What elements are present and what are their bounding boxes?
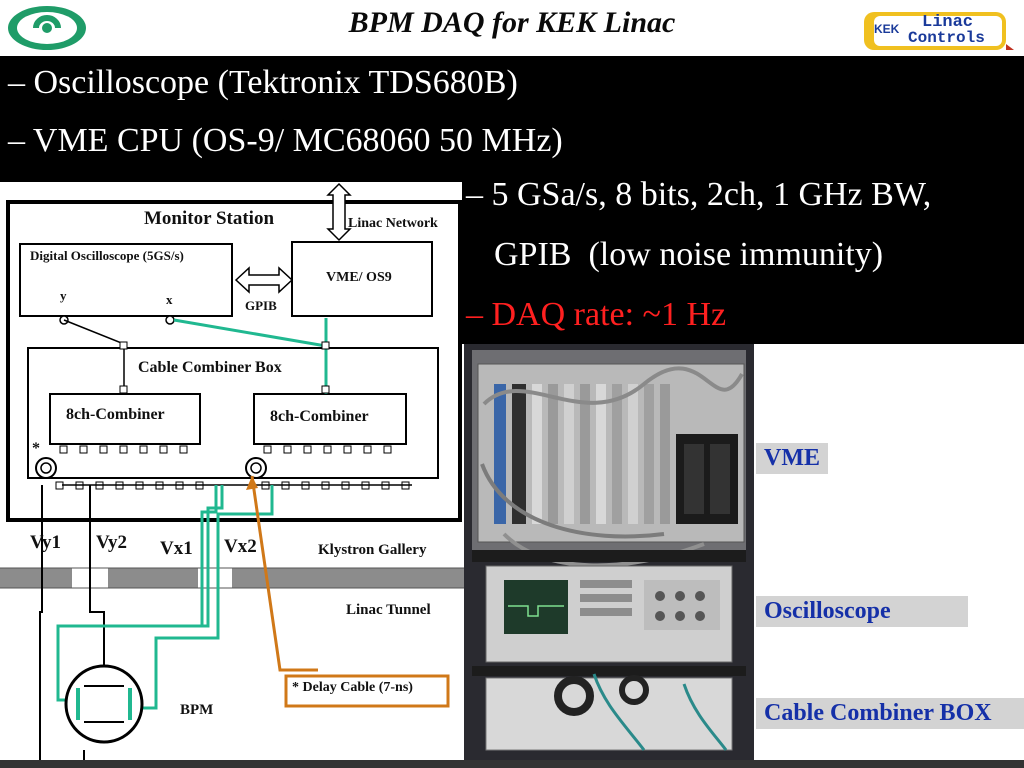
- vme-os9-label: VME/ OS9: [326, 270, 392, 285]
- klystron-gallery-label: Klystron Gallery: [318, 542, 427, 558]
- bullet-sampling: – 5 GSa/s, 8 bits, 2ch, 1 GHz BW,: [466, 176, 932, 213]
- bullet-vme-cpu: – VME CPU (OS-9/ MC68060 50 MHz): [8, 122, 563, 159]
- x-label: x: [166, 292, 173, 307]
- combiner-right: [253, 393, 407, 445]
- combiner-right-label: 8ch-Combiner: [270, 408, 369, 425]
- gallery-floor-mid: [108, 568, 198, 588]
- linac-network-label: Linac Network: [348, 216, 438, 231]
- gpib-label: GPIB: [245, 298, 277, 313]
- page-title: BPM DAQ for KEK Linac: [348, 6, 676, 39]
- kek-logo-icon: [6, 4, 88, 57]
- bpm-daq-schematic: Monitor Station Linac Network Digital Os…: [0, 180, 464, 768]
- vme-box: [291, 241, 433, 317]
- gallery-floor-left: [0, 568, 72, 588]
- linac-network-arrow: [326, 182, 352, 242]
- combiner-left: [49, 393, 201, 445]
- vme-callout: VME: [756, 443, 828, 474]
- delay-cable-label: * Delay Cable (7-ns): [292, 680, 413, 695]
- bullet-gpib: GPIB (low noise immunity): [494, 236, 884, 273]
- digital-oscilloscope-label: Digital Oscilloscope (5GS/s): [30, 248, 184, 263]
- logo-line1: Linac: [922, 13, 974, 32]
- bullet-panel-top: [0, 56, 1024, 182]
- delay-cable-box: [284, 674, 450, 708]
- vy2-label: Vy2: [96, 532, 127, 553]
- bottom-bar: [0, 760, 1024, 768]
- bullet-panel-right: [462, 182, 1024, 344]
- vx2-cable: [130, 485, 274, 710]
- linac-controls-logo-icon: KEK Linac Controls: [860, 6, 1020, 54]
- cable-combiner-box-label: Cable Combiner Box: [138, 359, 282, 376]
- delay-cable-pointer: [250, 475, 318, 672]
- combiner-left-label: 8ch-Combiner: [66, 406, 165, 423]
- asterisk-label: *: [32, 440, 40, 457]
- bullet-oscilloscope: – Oscilloscope (Tektronix TDS680B): [8, 64, 518, 101]
- gpib-arrow: [234, 266, 294, 294]
- vy2-cable: [89, 485, 105, 678]
- title-bar: [0, 0, 1024, 56]
- gallery-floor-right: [232, 568, 464, 588]
- equipment-rack-photo: [464, 344, 754, 760]
- linac-tunnel-label: Linac Tunnel: [346, 602, 431, 618]
- vx2-label: Vx2: [224, 536, 257, 557]
- vx1-cable-2: [200, 485, 218, 626]
- y-label: y: [60, 288, 67, 303]
- logo-line2: Controls: [908, 29, 985, 47]
- monitor-station-label: Monitor Station: [144, 208, 275, 229]
- oscilloscope-callout: Oscilloscope: [756, 596, 968, 627]
- logo-brand: KEK: [874, 22, 900, 36]
- oscilloscope-box: [19, 243, 233, 317]
- bpm-label: BPM: [180, 702, 214, 718]
- vx1-label: Vx1: [160, 538, 193, 559]
- bullet-daq-rate: – DAQ rate: ~1 Hz: [466, 296, 727, 333]
- vx1-cable: [56, 485, 224, 702]
- cable-combiner-box-callout: Cable Combiner BOX: [756, 698, 1024, 729]
- combiner-unit: [485, 677, 733, 751]
- vy1-label: Vy1: [30, 532, 61, 553]
